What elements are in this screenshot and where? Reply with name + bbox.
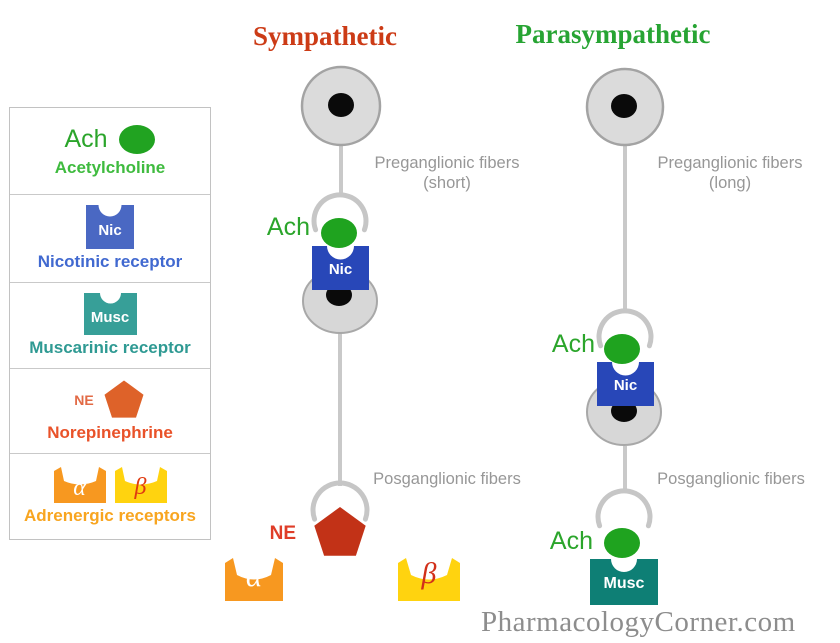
parasympathetic-ganglion-ach-label: Ach	[551, 330, 595, 358]
nicotinic-receptor-icon: Nic	[86, 204, 134, 249]
parasympathetic-title: Parasympathetic	[515, 19, 711, 49]
sympathetic-ganglion-terminal-arc	[311, 192, 369, 233]
alpha-receptor-icon: α	[53, 467, 106, 504]
norepinephrine-pentagon	[314, 507, 366, 556]
parasympathetic-preganglionic-label: Preganglionic fibers (long)	[630, 153, 830, 193]
sympathetic-nicotinic-receptor-label: Nic	[328, 261, 353, 278]
beta-receptor-icon: β	[114, 467, 167, 504]
sympathetic-preganglionic-label-line1: Preganglionic fibers	[374, 154, 520, 172]
parasympathetic-terminal-ach-label: Ach	[549, 527, 593, 555]
legend-ne-label: NE	[74, 391, 94, 408]
legend-beta-label: β	[134, 474, 147, 501]
legend-row-adrenergic: α β Adrenergic receptors	[10, 454, 210, 539]
beta-receptor-label: β	[421, 557, 437, 590]
parasympathetic-ganglion-terminal-arc	[596, 308, 654, 349]
legend-adrenergic-name: Adrenergic receptors	[24, 506, 196, 526]
legend-norepinephrine-name: Norepinephrine	[47, 422, 173, 442]
parasympathetic-effector-terminal-arc	[595, 488, 653, 529]
muscarinic-receptor-shape	[590, 559, 658, 605]
sympathetic-effector-terminal-arc	[310, 480, 370, 522]
legend-box: Ach Acetylcholine Nic Nicotinic receptor…	[9, 107, 211, 540]
sympathetic-ganglion-ach-label: Ach	[266, 213, 310, 241]
legend-ach-name: Acetylcholine	[54, 157, 166, 177]
norepinephrine-ne-label: NE	[269, 523, 296, 544]
parasympathetic-ganglion-ach-vesicle	[604, 334, 640, 364]
parasympathetic-soma-nucleus	[611, 94, 637, 118]
sympathetic-ach-vesicle	[321, 218, 357, 248]
alpha-receptor-label: α	[245, 558, 263, 593]
sympathetic-preganglionic-label: Preganglionic fibers (short)	[347, 153, 547, 193]
parasympathetic-preganglionic-label-line1: Preganglionic fibers	[657, 154, 803, 172]
beta-receptor-shape	[398, 558, 460, 601]
legend-ach-symbol-line: Ach	[64, 124, 155, 155]
legend-ach-label: Ach	[64, 124, 108, 153]
muscarinic-receptor-label: Musc	[603, 575, 645, 592]
legend-ne-symbol-line: NE	[74, 380, 145, 420]
legend-row-norepinephrine: NE Norepinephrine	[10, 369, 210, 455]
legend-alpha-label: α	[73, 475, 86, 502]
ne-pentagon-icon	[102, 380, 146, 420]
sympathetic-postganglionic-label: Posganglionic fibers	[373, 470, 521, 488]
parasympathetic-postganglionic-label: Posganglionic fibers	[657, 470, 805, 488]
legend-nic-label: Nic	[98, 221, 122, 239]
legend-nicotinic-name: Nicotinic receptor	[37, 251, 183, 271]
ach-circle-icon	[118, 124, 156, 155]
sympathetic-preganglionic-label-line2: (short)	[423, 174, 471, 192]
legend-musc-label: Musc	[90, 308, 130, 326]
alpha-receptor-shape	[225, 558, 283, 601]
parasympathetic-nicotinic-receptor-shape	[597, 362, 654, 406]
parasympathetic-preganglionic-label-line2: (long)	[708, 174, 752, 192]
parasympathetic-terminal-ach-vesicle	[604, 528, 640, 558]
legend-muscarinic-name: Muscarinic receptor	[29, 337, 191, 357]
sympathetic-soma-nucleus	[328, 93, 354, 117]
legend-row-muscarinic: Musc Muscarinic receptor	[10, 283, 210, 369]
sympathetic-title: Sympathetic	[253, 21, 397, 51]
parasympathetic-nicotinic-receptor-label: Nic	[613, 377, 638, 394]
legend-adrenergic-symbol-line: α β	[53, 467, 167, 504]
muscarinic-receptor-icon: Musc	[83, 292, 137, 335]
watermark: PharmacologyCorner.com	[481, 606, 796, 638]
legend-row-acetylcholine: Ach Acetylcholine	[10, 108, 210, 195]
legend-row-nicotinic: Nic Nicotinic receptor	[10, 195, 210, 284]
sympathetic-nicotinic-receptor-shape	[312, 246, 369, 290]
